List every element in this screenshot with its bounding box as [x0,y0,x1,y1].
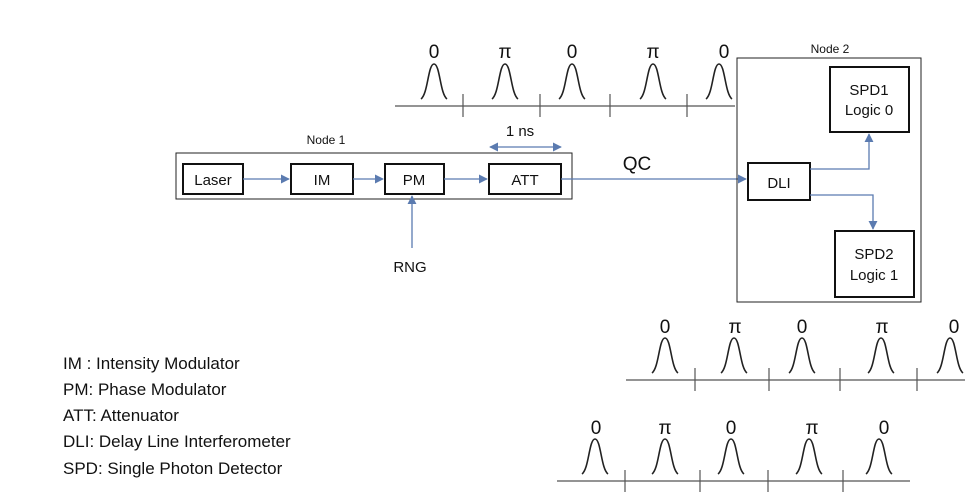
dli-block [747,162,811,201]
dli-to-spd1-arrow [810,133,874,170]
pulse [420,63,448,100]
pulse-phase-label: π [658,418,671,439]
pulse [717,438,745,475]
node-2-frame [736,57,922,303]
pulse [788,337,816,374]
pulse [651,438,679,475]
pm-block [384,163,445,195]
pulse-phase-label: 0 [719,42,730,63]
spd1-block [829,66,910,133]
legend-item: IM : Intensity Modulator [63,354,240,373]
spacing-label: 1 ns [506,123,534,140]
spd2-block [834,230,915,298]
pulse [639,63,667,100]
pulse-phase-label: 0 [949,317,960,338]
att-label: ATT [511,172,538,189]
pulse [867,337,895,374]
legend-item: SPD: Single Photon Detector [63,459,283,478]
spacing-indicator: 1 ns [489,123,562,152]
legend-item: ATT: Attenuator [63,406,179,425]
pulse-phase-label: 0 [879,418,890,439]
pulse [558,63,586,100]
pulse-phase-label: 0 [567,42,578,63]
legend-item: DLI: Delay Line Interferometer [63,432,291,451]
pulse-phase-label: π [646,42,659,63]
node-2-label: Node 2 [811,42,850,56]
pulse-phase-label: 0 [591,418,602,439]
im-block [290,163,354,195]
pulse [581,438,609,475]
pulse-phase-label: 0 [429,42,440,63]
abbreviation-legend: IM : Intensity Modulator PM: Phase Modul… [63,354,291,478]
legend-item: PM: Phase Modulator [63,380,227,399]
dli-label: DLI [767,175,790,192]
pulse-train-bottom: 0 π 0 π 0 [557,418,910,492]
pulse-phase-label: π [875,317,888,338]
pm-label: PM [403,172,426,189]
pulse-train-top: 0 π 0 π 0 [395,42,735,117]
node-1: Node 1 Laser IM PM ATT [175,133,573,200]
pulse [720,337,748,374]
node-1-frame [175,152,573,200]
spd2-label: SPD2 [854,246,893,263]
pulse [865,438,893,475]
quantum-channel: QC [561,154,747,184]
im-label: IM [314,172,331,189]
att-block [488,163,562,195]
spd2-logic-label: Logic 1 [850,267,898,284]
pulse-train-middle: 0 π 0 π 0 [626,317,965,391]
qc-label: QC [623,154,652,175]
laser-label: Laser [194,172,232,189]
node-2: Node 2 DLI SPD1 Logic 0 SPD2 Logic 1 [736,42,922,303]
pulse-phase-label: π [498,42,511,63]
pulse [795,438,823,475]
dli-to-spd2-arrow [810,194,878,230]
pulse-phase-label: π [805,418,818,439]
laser-block [182,163,244,195]
spd1-label: SPD1 [849,82,888,99]
pulse-phase-label: 0 [660,317,671,338]
rng-label: RNG [393,259,426,276]
pulse [705,63,733,100]
spd1-logic-label: Logic 0 [845,102,893,119]
pulse [936,337,964,374]
pulse-phase-label: π [728,317,741,338]
pulse-phase-label: 0 [726,418,737,439]
pulse-phase-label: 0 [797,317,808,338]
rng-input: RNG [393,195,427,276]
pulse [491,63,519,100]
node-1-label: Node 1 [307,133,346,147]
pulse [651,337,679,374]
